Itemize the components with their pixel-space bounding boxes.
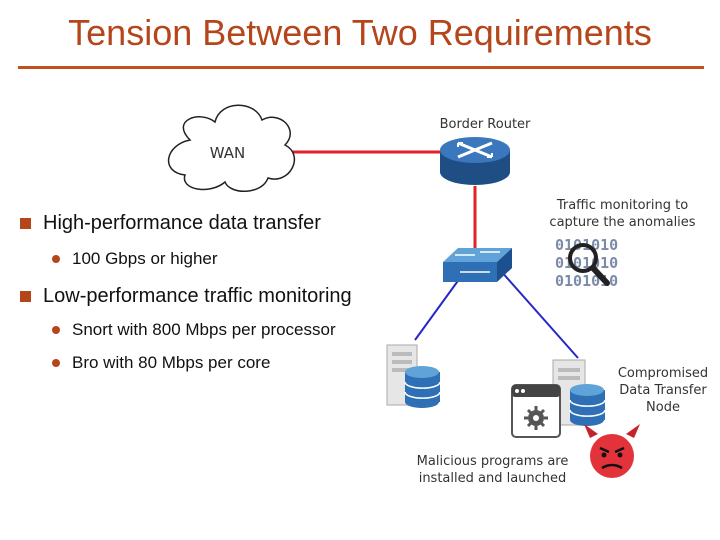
devil-icon <box>584 424 640 478</box>
gear-icon <box>524 406 548 430</box>
dot-bullet-icon <box>52 255 60 263</box>
magnifier-icon <box>568 243 610 286</box>
sub-bullet-item: Bro with 80 Mbps per core <box>52 353 270 373</box>
bullet-text: Low-performance traffic monitoring <box>43 285 352 307</box>
wan-label: WAN <box>209 144 246 162</box>
switch-icon <box>443 248 512 282</box>
label-line: capture the anomalies <box>549 215 696 230</box>
switch-node-link <box>499 269 579 359</box>
bullet-text: 100 Gbps or higher <box>72 249 218 268</box>
wan-cloud-icon <box>167 104 296 192</box>
sub-bullet-item: 100 Gbps or higher <box>52 249 218 269</box>
label-line: Node <box>646 400 680 415</box>
label-line: installed and launched <box>418 471 567 486</box>
bullet-text: High-performance data transfer <box>43 212 321 234</box>
label-line: Data Transfer <box>619 383 707 398</box>
traffic-monitoring-label: Traffic monitoring to capture the anomal… <box>535 197 710 231</box>
switch-server-link <box>414 277 461 341</box>
label-line: Malicious programs are <box>416 454 569 469</box>
bullet-item: Low-performance traffic monitoring <box>20 285 352 308</box>
compromised-node-label: Compromised Data Transfer Node <box>608 365 718 416</box>
label-line: Compromised <box>617 366 709 381</box>
bullet-text: Bro with 80 Mbps per core <box>72 353 271 372</box>
router-icon <box>440 137 510 185</box>
square-bullet-icon <box>20 291 31 302</box>
sub-bullet-item: Snort with 800 Mbps per processor <box>52 320 336 340</box>
malicious-label: Malicious programs are installed and lau… <box>400 453 585 487</box>
dot-bullet-icon <box>52 359 60 367</box>
bullet-item: High-performance data transfer <box>20 212 321 235</box>
bullet-text: Snort with 800 Mbps per processor <box>72 320 336 339</box>
label-line: Traffic monitoring to <box>556 198 689 213</box>
border-router-label: Border Router <box>439 117 531 132</box>
dot-bullet-icon <box>52 326 60 334</box>
title-divider <box>18 66 704 69</box>
slide-title: Tension Between Two Requirements <box>68 12 652 53</box>
database-icon <box>404 366 441 408</box>
database-icon <box>569 384 606 426</box>
square-bullet-icon <box>20 218 31 229</box>
